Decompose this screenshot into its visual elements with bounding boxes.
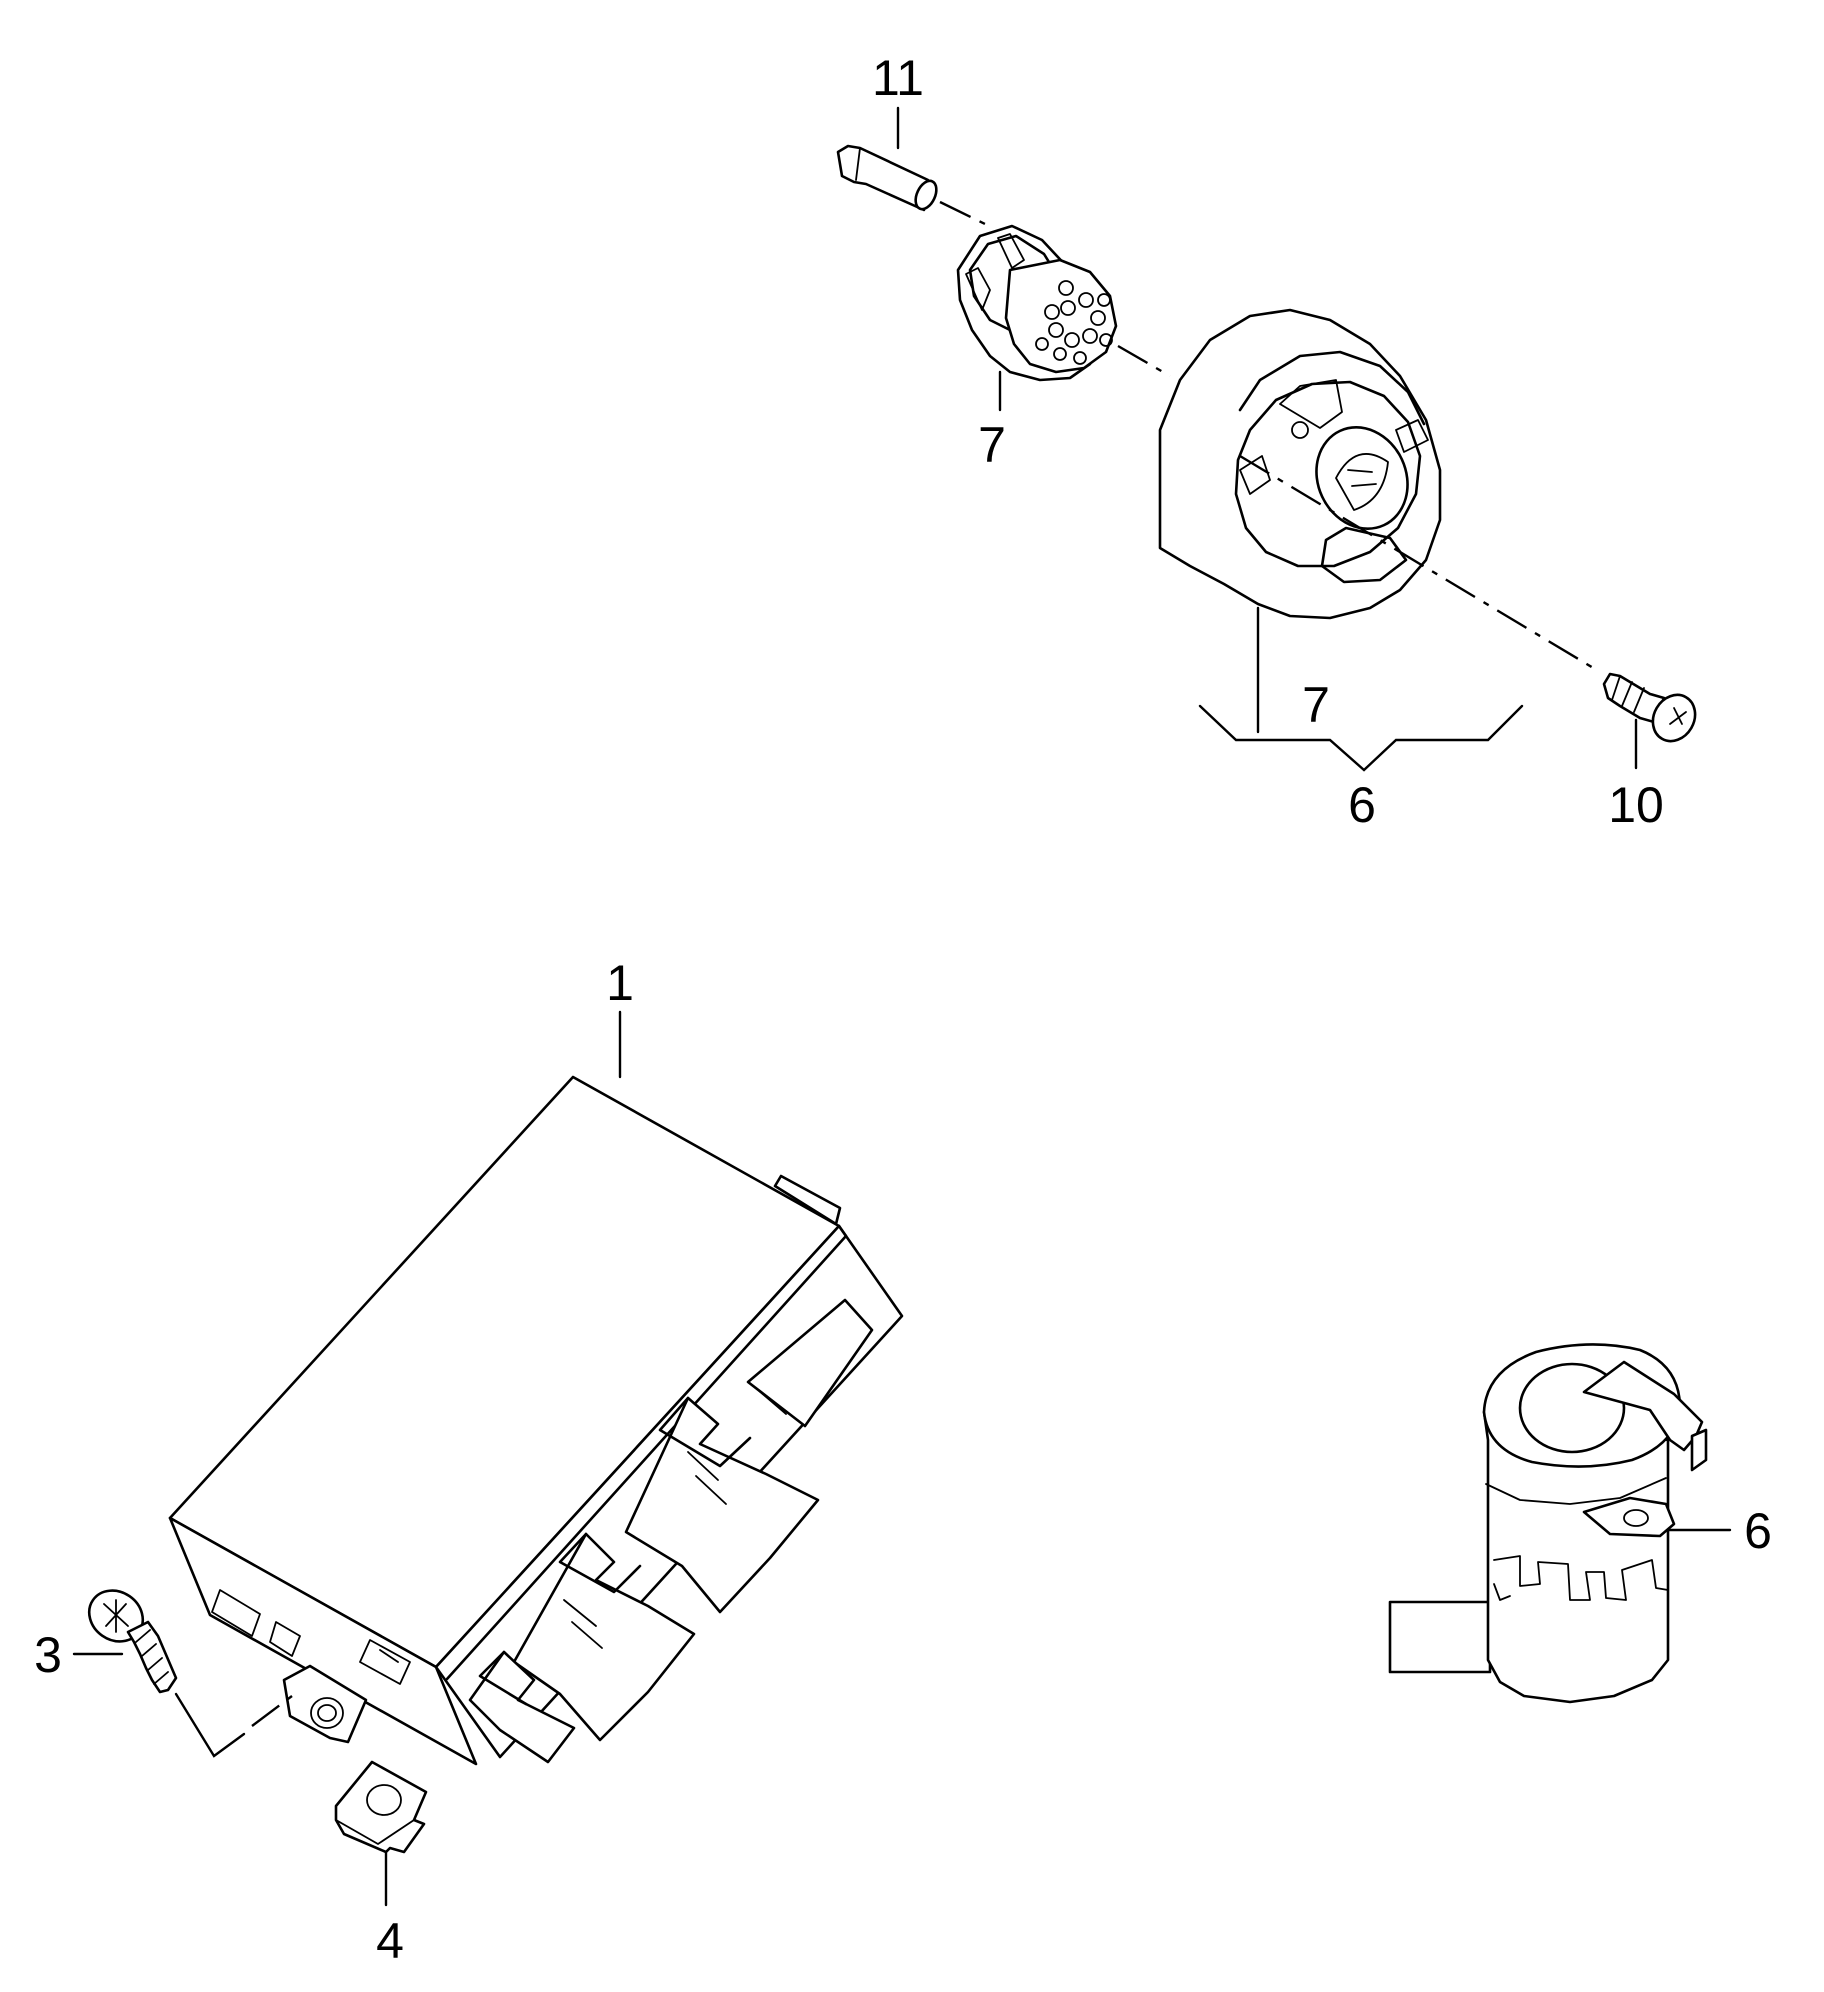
part-1-control-unit[interactable] — [168, 1075, 904, 1766]
part-6-socket-assembled[interactable] — [1388, 1343, 1708, 1704]
callout-7-plug: 7 — [978, 417, 1006, 473]
part-6-socket-housing[interactable] — [1158, 308, 1442, 620]
part-11-pin[interactable] — [836, 144, 940, 212]
part-10-screw[interactable] — [1602, 672, 1703, 749]
part-4-clip-nut[interactable] — [334, 1760, 428, 1854]
part-7-plug-insert[interactable] — [956, 224, 1118, 382]
callout-6-socket: 6 — [1744, 1503, 1772, 1559]
leader-3-axis — [174, 1692, 246, 1758]
callout-3: 3 — [34, 1627, 62, 1683]
callout-7-socket: 7 — [1302, 677, 1330, 733]
callout-11: 11 — [872, 50, 924, 106]
callout-4: 4 — [376, 1913, 404, 1969]
bracket-6 — [1198, 704, 1524, 772]
axis-line-plug — [1117, 344, 1171, 378]
callout-10: 10 — [1608, 777, 1664, 833]
part-3-screw[interactable] — [79, 1580, 178, 1694]
axis-line-3 — [251, 1689, 301, 1727]
callout-6-bracket: 6 — [1348, 777, 1376, 833]
axis-line-pin — [939, 200, 986, 226]
axis-line-screw — [1239, 454, 1601, 674]
callout-1: 1 — [606, 955, 634, 1011]
